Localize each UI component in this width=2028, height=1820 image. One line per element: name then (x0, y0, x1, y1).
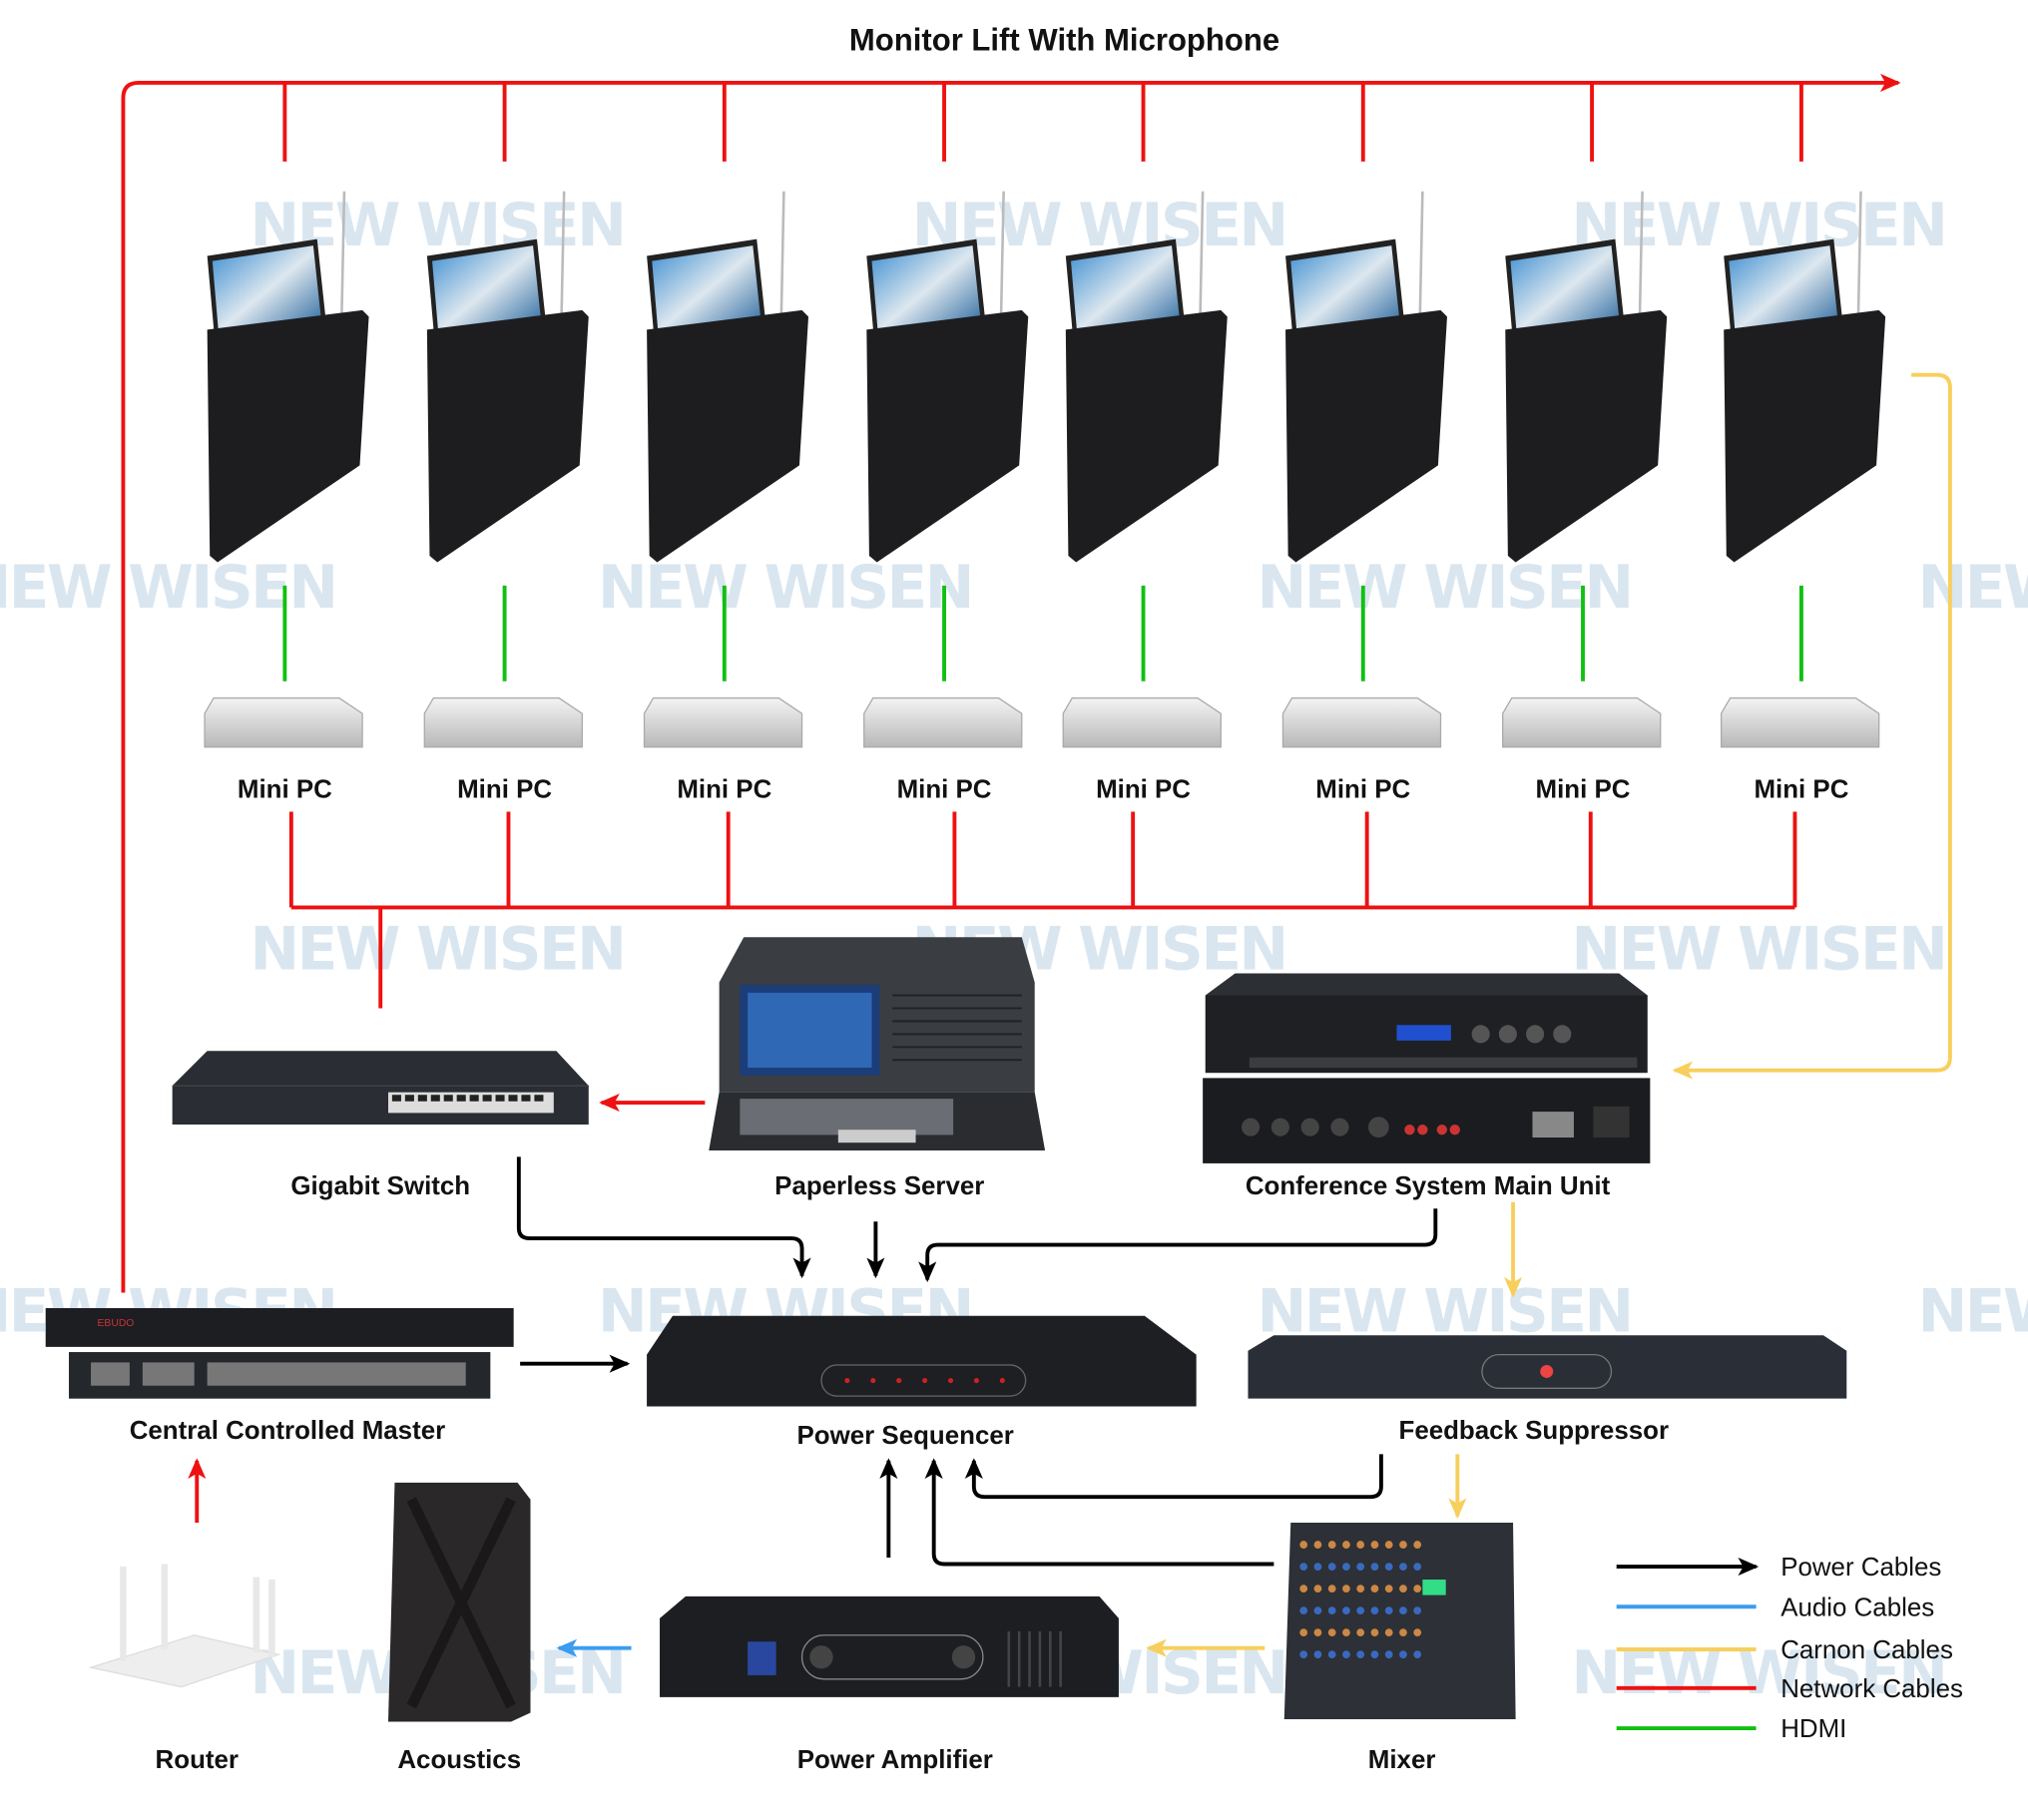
monitor-lift-with-microphone[interactable] (1285, 191, 1447, 563)
paperless-server[interactable] (709, 937, 1046, 1150)
router-label: Router (156, 1746, 239, 1774)
mini-pc-label: Mini PC (1096, 775, 1191, 803)
power-amplifier-label: Power Amplifier (797, 1746, 993, 1774)
conference-system-main-unit[interactable] (1203, 973, 1651, 1163)
network-cable-pc-bus (288, 811, 1797, 1009)
conference-unit-label: Conference System Main Unit (1246, 1172, 1611, 1200)
monitor-lift-with-microphone[interactable] (1505, 191, 1668, 563)
monitor-lift-with-microphone[interactable] (1724, 191, 1886, 563)
carnon-cable-monitor-to-conference (1672, 372, 1952, 1080)
watermark-text: NEW WISEN (1258, 1277, 1632, 1346)
mini-pc[interactable] (423, 696, 583, 748)
monitor-lift-with-microphone[interactable] (647, 191, 809, 563)
mixer[interactable] (1283, 1523, 1516, 1719)
legend-label: Carnon Cables (1780, 1636, 1953, 1664)
mini-pc-label: Mini PC (677, 775, 771, 803)
feedback-suppressor-label: Feedback Suppressor (1399, 1417, 1670, 1445)
watermark-text: NEW WISEN (1918, 554, 2028, 623)
monitor-lift-with-microphone[interactable] (426, 191, 589, 563)
mini-pc[interactable] (204, 696, 363, 748)
power-amplifier[interactable] (660, 1595, 1119, 1697)
power-cables-to-sequencer (516, 1156, 1438, 1567)
mixer-label: Mixer (1368, 1746, 1436, 1774)
acoustics-speaker[interactable] (388, 1482, 531, 1722)
gigabit-switch-label: Gigabit Switch (290, 1172, 470, 1200)
mini-pc[interactable] (1720, 696, 1880, 748)
monitor-lift-with-microphone[interactable] (1065, 191, 1228, 563)
mini-pc[interactable] (863, 696, 1023, 748)
watermark-text: NEW WISEN (598, 554, 972, 623)
watermark-text: NEW WISEN (1258, 554, 1632, 623)
legend-label: HDMI (1780, 1715, 1846, 1743)
mini-pc[interactable] (643, 696, 803, 748)
watermark-text: NEW WISEN (1918, 1277, 2028, 1346)
acoustics-label: Acoustics (397, 1746, 521, 1774)
monitor-lift-with-microphone[interactable] (207, 191, 369, 563)
mini-pc-label: Mini PC (1536, 775, 1631, 803)
mini-pc[interactable] (1281, 696, 1442, 748)
watermark-text: NEW WISEN (0, 554, 336, 623)
monitor-lift-with-microphone[interactable] (866, 191, 1029, 563)
mini-pc-label: Mini PC (457, 775, 552, 803)
watermark-text: NEW WISEN (1571, 192, 1945, 260)
legend-label: Power Cables (1780, 1554, 1941, 1582)
hdmi-cables (282, 585, 1803, 682)
mini-pc[interactable] (1062, 696, 1222, 748)
mini-pc-label: Mini PC (238, 775, 332, 803)
feedback-suppressor[interactable] (1248, 1335, 1847, 1399)
mini-pcs: Mini PC Mini PC Mini PC Mini PC Mini PC Mini … (204, 696, 1880, 803)
monitor-lifts (207, 191, 1886, 563)
paperless-server-label: Paperless Server (774, 1172, 984, 1200)
network-drops (282, 82, 1803, 162)
power-sequencer-label: Power Sequencer (797, 1422, 1014, 1450)
mini-pc-label: Mini PC (897, 775, 992, 803)
mini-pc-label: Mini PC (1754, 775, 1848, 803)
network-cable-top-bus (121, 73, 1901, 1293)
mini-pc[interactable] (1502, 696, 1662, 748)
watermark-text: NEW WISEN (250, 916, 624, 985)
legend-label: Network Cables (1780, 1675, 1963, 1703)
router[interactable] (88, 1564, 281, 1688)
power-sequencer[interactable] (647, 1315, 1197, 1407)
gigabit-switch[interactable] (172, 1051, 589, 1126)
svg-text:EBUDO: EBUDO (98, 1318, 135, 1329)
carnon-cables-lower (1146, 1201, 1523, 1657)
watermark-text: NEW WISEN (1571, 916, 1945, 985)
central-master-label: Central Controlled Master (130, 1417, 446, 1445)
mini-pc-label: Mini PC (1315, 775, 1410, 803)
legend-label: Audio Cables (1780, 1593, 1934, 1621)
central-controlled-master[interactable]: EBUDO (45, 1308, 514, 1399)
diagram-title: Monitor Lift With Microphone (849, 23, 1279, 58)
